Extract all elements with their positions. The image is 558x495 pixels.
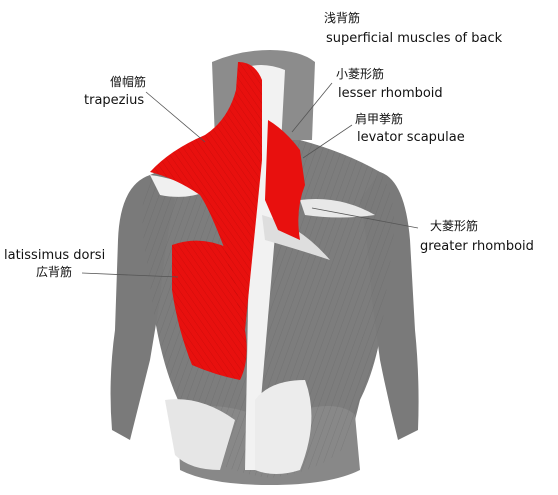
title-en: superficial muscles of back [326,31,503,46]
trapezius-label-ja: 僧帽筋 [110,75,147,89]
levator-scapulae-label-ja: 肩甲挙筋 [355,112,404,126]
lesser-rhomboid-label-en: lesser rhomboid [338,86,443,101]
latissimus-dorsi-label-ja: 広背筋 [36,265,73,279]
trapezius-label-en: trapezius [84,93,145,108]
leader-lesser-rhomboid [291,82,333,133]
levator-scapulae-label-en: levator scapulae [357,130,465,145]
leader-lines [81,82,419,278]
latissimus-dorsi-label-en: latissimus dorsi [4,248,106,263]
lesser-rhomboid-label-ja: 小菱形筋 [336,67,385,81]
title-ja: 浅背筋 [324,11,361,25]
highlighted-muscles [150,62,305,380]
leader-levator-scapulae [302,124,353,159]
leader-latissimus-dorsi [81,272,179,278]
leader-trapezius [145,91,206,143]
rhomboid-muscles [265,120,305,240]
body-silhouette [110,50,419,485]
leader-greater-rhomboid [311,207,419,229]
greater-rhomboid-label-en: greater rhomboid [420,239,534,254]
greater-rhomboid-label-ja: 大菱形筋 [430,219,479,233]
